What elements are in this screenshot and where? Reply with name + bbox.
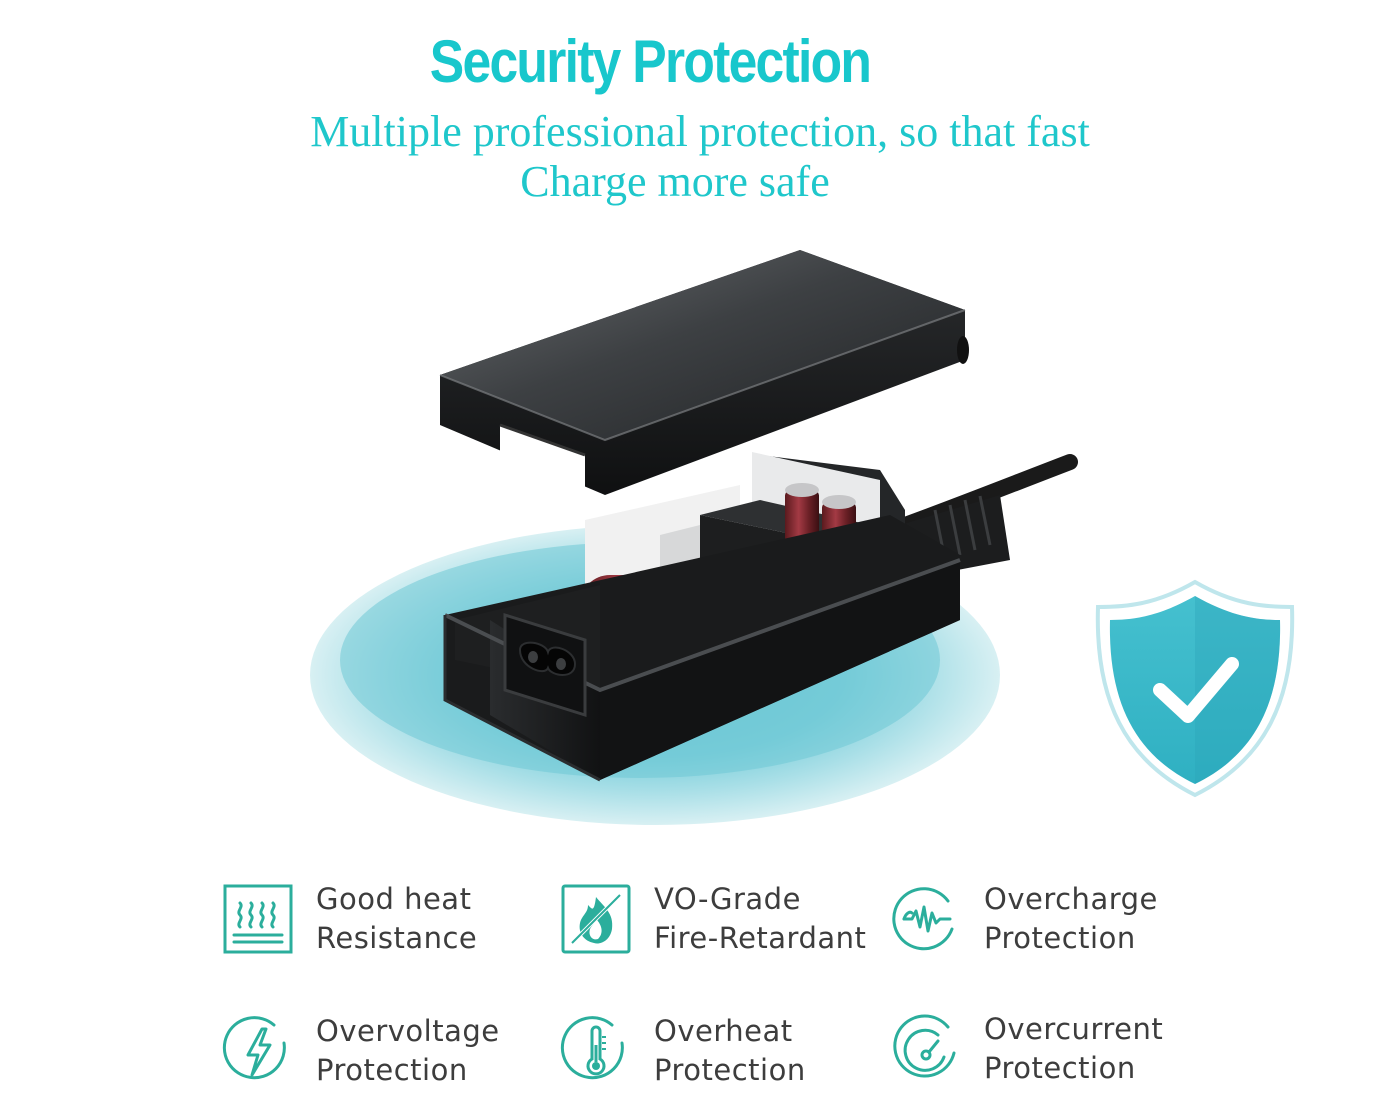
feature-overcurrent: Overcurrent Protection <box>890 1010 1163 1088</box>
feature-label-line2: Resistance <box>316 921 478 955</box>
gauge-icon <box>893 1014 956 1078</box>
feature-label-line2: Protection <box>316 1053 468 1087</box>
feature-label-line2: Fire-Retardant <box>654 921 867 955</box>
feature-overheat: Overheat Protection <box>560 1012 806 1090</box>
feature-fire-retardant: VO-Grade Fire-Retardant <box>560 880 866 958</box>
page-title: Security Protection <box>429 28 872 95</box>
heat-waves-icon <box>223 884 293 954</box>
product-illustration <box>310 250 1295 825</box>
feature-label-line1: Overvoltage <box>316 1014 500 1048</box>
feature-label-line1: Good heat <box>316 882 472 916</box>
feature-label-line1: Overcurrent <box>984 1012 1164 1046</box>
flame-icon <box>561 884 631 954</box>
shield-check-icon <box>1095 579 1295 798</box>
subtitle-line-1: Multiple professional protection, so tha… <box>310 107 1090 156</box>
feature-label-line2: Protection <box>654 1053 806 1087</box>
feature-label-line1: Overheat <box>654 1014 793 1048</box>
waveform-icon <box>892 887 954 951</box>
feature-label-line1: Overcharge <box>984 882 1158 916</box>
feature-label-line2: Protection <box>984 921 1136 955</box>
feature-label-line1: VO-Grade <box>654 882 801 916</box>
thermometer-icon <box>560 1016 624 1080</box>
feature-overvoltage: Overvoltage Protection <box>222 1012 500 1090</box>
feature-heat-resistance: Good heat Resistance <box>222 880 477 958</box>
feature-overcharge: Overcharge Protection <box>890 880 1158 958</box>
feature-label-line2: Protection <box>984 1051 1136 1085</box>
subtitle-line-2: Charge more safe <box>520 157 830 206</box>
lightning-icon <box>222 1016 286 1080</box>
